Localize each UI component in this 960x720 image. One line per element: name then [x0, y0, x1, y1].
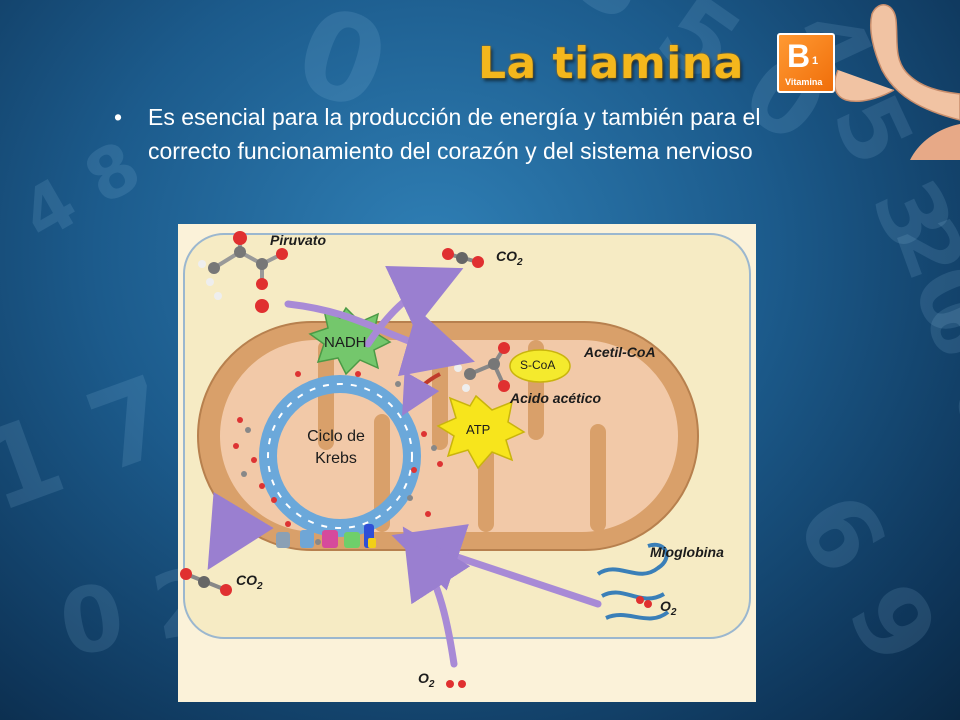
slide-title: La tiamina [478, 38, 744, 89]
label-mioglobina: Mioglobina [650, 544, 724, 560]
membrane-proteins [276, 524, 376, 548]
vitamin-b1-badge: B 1 Vitamina [777, 33, 835, 93]
hand-illustration [833, 4, 960, 160]
label-ciclo-krebs: Ciclo de Krebs [307, 428, 365, 467]
co2-molecule-bottom [180, 568, 232, 596]
badge-letter: B [787, 38, 811, 74]
co2-molecule-top [442, 248, 484, 268]
label-o2-bottom: O2 [418, 670, 435, 690]
scoa-oval [509, 349, 571, 383]
label-atp: ATP [466, 422, 491, 437]
red-arrow [402, 371, 441, 416]
krebs-ring-dash [267, 383, 413, 529]
mitochondria-figure: Piruvato CO2 CO2 Acetil-CoA Acido acétic… [178, 224, 756, 702]
badge-subscript: 1 [812, 55, 819, 67]
myoglobin-structure [596, 542, 670, 621]
atp-star [436, 394, 526, 470]
label-piruvato: Piruvato [270, 232, 327, 248]
badge-caption: Vitamina [785, 77, 823, 87]
label-scoa: S-CoA [520, 358, 556, 372]
flow-arrows [207, 266, 602, 668]
label-nadh: NADH [324, 334, 367, 351]
molecule-dots [233, 371, 443, 545]
bullet-text: Es esencial para la producción de energí… [148, 104, 761, 164]
mitochondria-diagram [180, 231, 751, 688]
bullet-mark: • [114, 104, 123, 130]
label-o2-myoglobin: O2 [660, 598, 677, 618]
o2-dots [446, 680, 466, 688]
label-acetil-coa: Acetil-CoA [584, 344, 656, 360]
label-co2-top: CO2 [496, 248, 523, 268]
bullet-item: • Es esencial para la producción de ener… [112, 100, 832, 168]
label-co2-bottom: CO2 [236, 572, 263, 592]
label-acido-acetico: Acido acético [510, 390, 602, 406]
bullet-list: • Es esencial para la producción de ener… [112, 100, 832, 168]
pyruvate-molecule [198, 231, 288, 313]
